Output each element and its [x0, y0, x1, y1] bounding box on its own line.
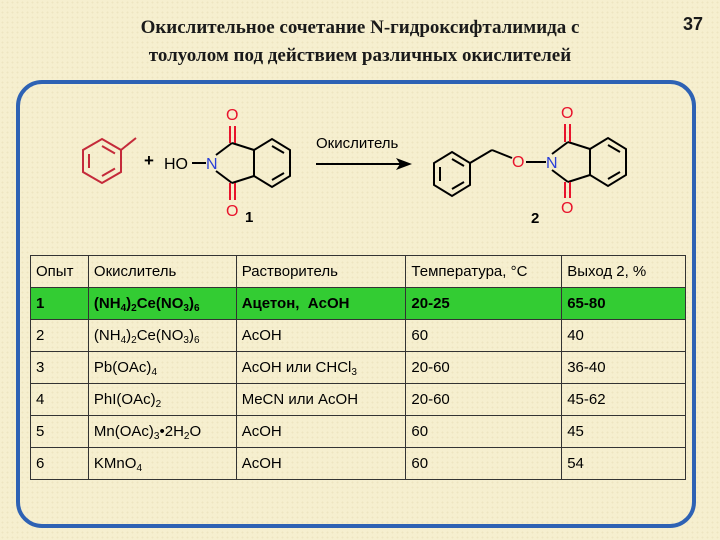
cell-exp: 5 — [30, 415, 89, 448]
nhpi-oxygen-top: O — [226, 107, 238, 124]
cell-temperature: 60 — [405, 447, 563, 480]
table-row: 2 (NH4)2Ce(NO3)6 AcOH 60 40 — [30, 319, 686, 352]
compound-2-number: 2 — [531, 210, 539, 227]
header-solvent: Растворитель — [235, 255, 407, 288]
reaction-arrow-head — [396, 158, 412, 170]
product-nitrogen: N — [546, 155, 558, 172]
product-structure — [433, 124, 627, 198]
cell-yield: 45-62 — [561, 383, 686, 416]
cell-exp: 3 — [30, 351, 89, 384]
title-line-2: толуолом под действием различных окислит… — [148, 45, 572, 66]
cell-oxidant: KMnO4 — [87, 447, 237, 480]
header-yield: Выход 2, % — [561, 255, 686, 288]
cell-exp: 6 — [30, 447, 89, 480]
title-line-1: Окислительное сочетание N-гидроксифталим… — [140, 17, 580, 38]
toluene-structure — [82, 137, 137, 185]
slide-title: Окислительное сочетание N-гидроксифталим… — [60, 14, 660, 70]
cell-temperature: 60 — [405, 415, 563, 448]
table-row: 3 Pb(OAc)4 AcOH или CHCl3 20-60 36-40 — [30, 351, 686, 384]
cell-oxidant: PhI(OAc)2 — [87, 383, 237, 416]
header-oxidant: Окислитель — [87, 255, 237, 288]
arrow-label: Окислитель — [316, 135, 399, 152]
table-row: 1 (NH4)2Ce(NO3)6 Ацетон, AcOH 20-25 65-8… — [30, 287, 686, 320]
product-ether-oxygen: O — [512, 154, 524, 171]
plus-sign: + — [144, 151, 154, 170]
cell-exp: 1 — [30, 287, 89, 320]
table-row: 5 Mn(OAc)3•2H2O AcOH 60 45 — [30, 415, 686, 448]
cell-solvent: AcOH или CHCl3 — [235, 351, 407, 384]
nhpi-oxygen-bottom: O — [226, 203, 238, 220]
cell-oxidant: Pb(OAc)4 — [87, 351, 237, 384]
table-row: 6 KMnO4 AcOH 60 54 — [30, 447, 686, 480]
cell-temperature: 60 — [405, 319, 563, 352]
cell-solvent: AcOH — [235, 319, 407, 352]
cell-oxidant: (NH4)2Ce(NO3)6 — [87, 287, 237, 320]
cell-solvent: MeCN или AcOH — [235, 383, 407, 416]
cell-yield: 36-40 — [561, 351, 686, 384]
content-frame — [16, 80, 696, 528]
cell-yield: 45 — [561, 415, 686, 448]
cell-temperature: 20-60 — [405, 383, 563, 416]
cell-yield: 40 — [561, 319, 686, 352]
header-exp: Опыт — [30, 255, 89, 288]
cell-exp: 2 — [30, 319, 89, 352]
cell-exp: 4 — [30, 383, 89, 416]
nhpi-nitrogen: N — [206, 156, 218, 173]
cell-yield: 65-80 — [561, 287, 686, 320]
cell-solvent: AcOH — [235, 415, 407, 448]
cell-temperature: 20-60 — [405, 351, 563, 384]
cell-yield: 54 — [561, 447, 686, 480]
cell-temperature: 20-25 — [405, 287, 563, 320]
cell-oxidant: Mn(OAc)3•2H2O — [87, 415, 237, 448]
cell-solvent: Ацетон, AcOH — [235, 287, 407, 320]
nhpi-structure — [192, 126, 291, 200]
table-header-row: Опыт Окислитель Растворитель Температура… — [30, 255, 686, 288]
cell-oxidant: (NH4)2Ce(NO3)6 — [87, 319, 237, 352]
product-oxygen-top: O — [561, 105, 573, 122]
reaction-scheme: + HO N O O 1 Окислитель — [82, 105, 627, 227]
table-row: 4 PhI(OAc)2 MeCN или AcOH 20-60 45-62 — [30, 383, 686, 416]
cell-solvent: AcOH — [235, 447, 407, 480]
product-oxygen-bottom: O — [561, 200, 573, 217]
page-number: 37 — [683, 14, 704, 34]
header-temperature: Температура, °С — [405, 255, 563, 288]
oxidants-table: Опыт Окислитель Растворитель Температура… — [30, 255, 686, 480]
compound-1-number: 1 — [245, 209, 253, 226]
ho-label: HO — [164, 156, 188, 173]
